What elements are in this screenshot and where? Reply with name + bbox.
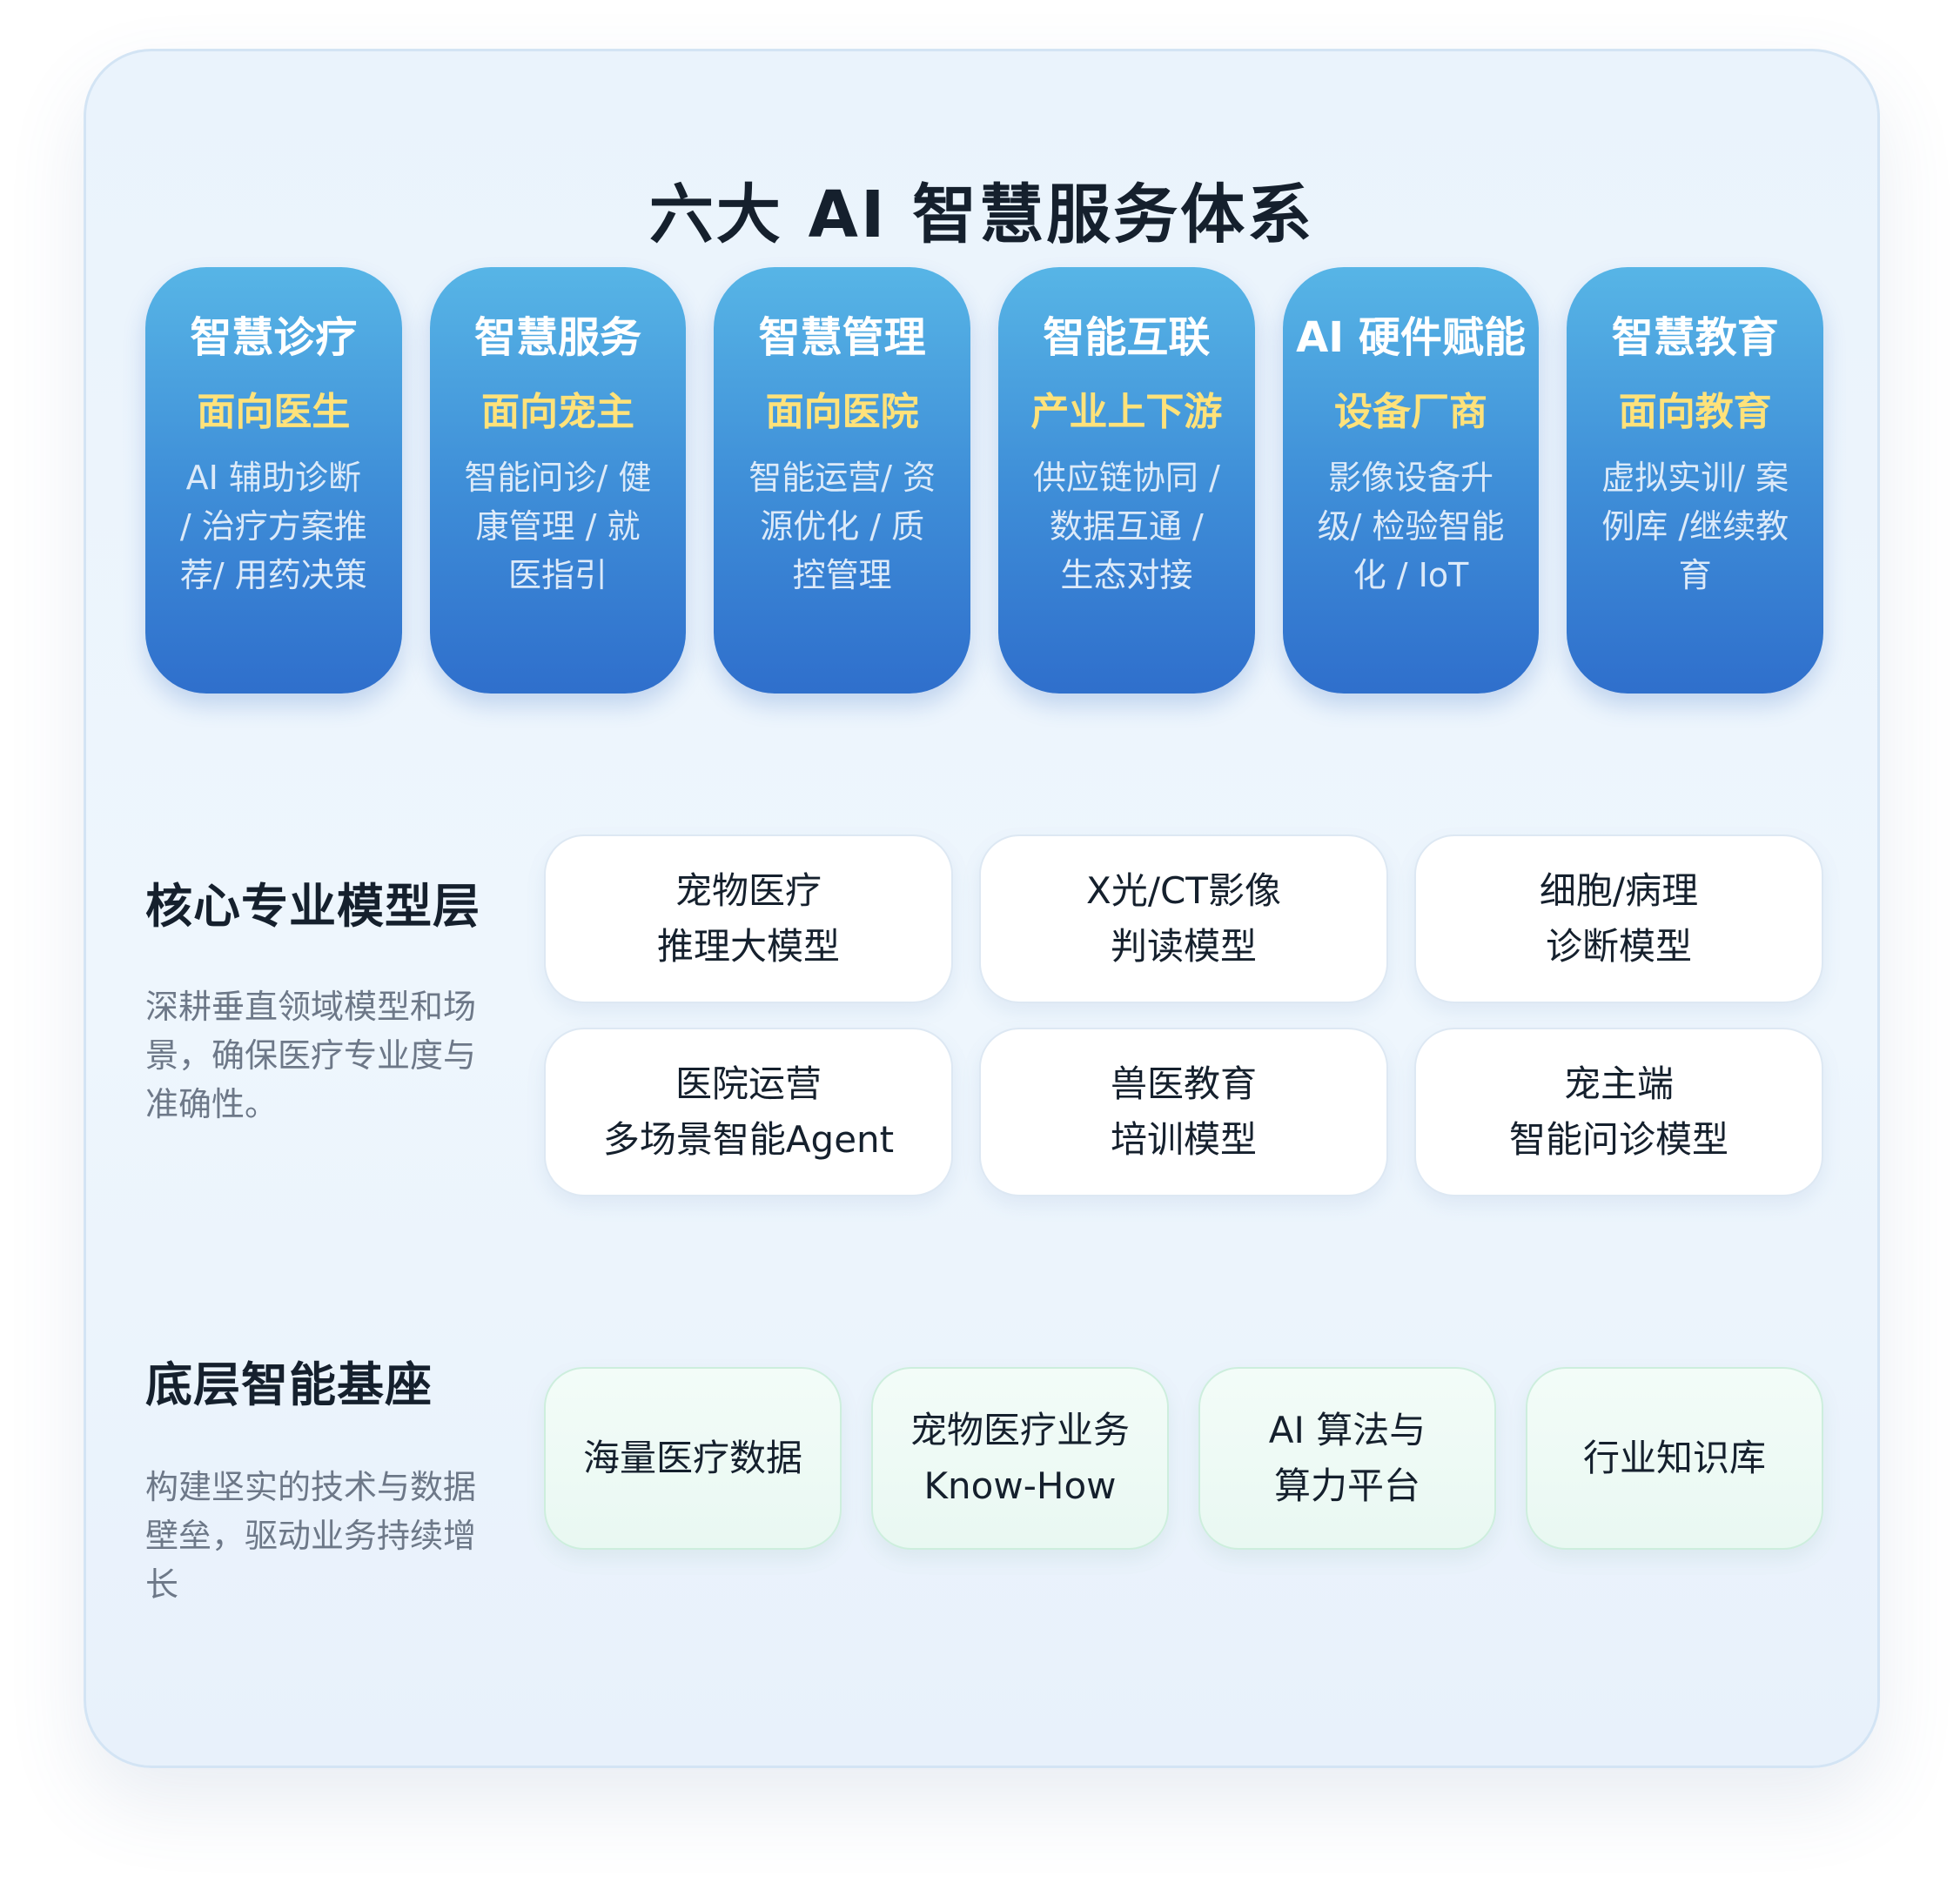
- service-card-smart-education: 智慧教育 面向教育 虚拟实训/ 案例库 /继续教育: [1567, 267, 1824, 694]
- model-line1: 兽医教育: [1110, 1062, 1257, 1105]
- service-name: 智慧服务: [474, 313, 642, 362]
- model-line1: 宠物医疗: [675, 869, 822, 912]
- service-card-smart-diagnosis: 智慧诊疗 面向医生 AI 辅助诊断 / 治疗方案推荐/ 用药决策: [145, 267, 402, 694]
- service-row: 智慧诊疗 面向医生 AI 辅助诊断 / 治疗方案推荐/ 用药决策 智慧服务 面向…: [145, 267, 1824, 694]
- model-line2: 诊断模型: [1545, 925, 1692, 968]
- service-card-smart-service: 智慧服务 面向宠主 智能问诊/ 健康管理 / 就医指引: [429, 267, 687, 694]
- base-row: 海量医疗数据 宠物医疗业务 Know-How AI 算法与 算力平台 行业知识库: [544, 1367, 1823, 1550]
- model-line2: 判读模型: [1110, 925, 1257, 968]
- base-line1: 宠物医疗业务: [910, 1409, 1130, 1451]
- service-name: 智能互联: [1043, 313, 1211, 362]
- model-line1: 细胞/病理: [1539, 869, 1699, 912]
- service-audience: 产业上下游: [1030, 390, 1223, 434]
- base-card: AI 算法与 算力平台: [1198, 1367, 1496, 1550]
- service-desc: 智能问诊/ 健康管理 / 就医指引: [464, 459, 652, 594]
- model-line2: 培训模型: [1110, 1118, 1257, 1161]
- model-card: 医院运营 多场景智能Agent: [544, 1028, 953, 1196]
- service-audience: 面向医院: [765, 390, 919, 434]
- service-desc: 供应链协同 / 数据互通 / 生态对接: [1032, 459, 1220, 594]
- service-desc: 虚拟实训/ 案例库 /继续教育: [1601, 459, 1789, 594]
- base-line1: 海量医疗数据: [582, 1437, 802, 1479]
- service-card-smart-management: 智慧管理 面向医院 智能运营/ 资源优化 / 质控管理: [714, 267, 971, 694]
- model-line2: 智能问诊模型: [1508, 1118, 1728, 1161]
- service-name: 智慧教育: [1611, 313, 1779, 362]
- service-name: 智慧管理: [758, 313, 926, 362]
- service-desc: AI 辅助诊断 / 治疗方案推荐/ 用药决策: [179, 459, 367, 594]
- model-line2: 多场景智能Agent: [602, 1118, 895, 1161]
- service-name: AI 硬件赋能: [1296, 313, 1526, 362]
- model-card: 宠物医疗 推理大模型: [544, 834, 953, 1003]
- base-layer-title: 底层智能基座: [145, 1357, 433, 1412]
- service-desc: 智能运营/ 资源优化 / 质控管理: [748, 459, 936, 594]
- base-line2: 算力平台: [1273, 1464, 1420, 1507]
- diagram-title: 六大 AI 智慧服务体系: [648, 178, 1315, 252]
- model-line1: 医院运营: [675, 1062, 822, 1105]
- model-line1: 宠主端: [1563, 1062, 1674, 1105]
- base-card: 海量医疗数据: [544, 1367, 842, 1550]
- service-audience: 设备厂商: [1334, 390, 1488, 434]
- core-model-grid: 宠物医疗 推理大模型 X光/CT影像 判读模型 细胞/病理 诊断模型 医院运营 …: [544, 834, 1823, 1196]
- core-layer-desc: 深耕垂直领域模型和场景，确保医疗专业度与准确性。: [145, 988, 477, 1123]
- core-layer-title: 核心专业模型层: [145, 879, 480, 934]
- base-line2: Know-How: [923, 1464, 1117, 1507]
- diagram-panel: 六大 AI 智慧服务体系 智慧诊疗 面向医生 AI 辅助诊断 / 治疗方案推荐/…: [84, 49, 1880, 1768]
- service-desc: 影像设备升级/ 检验智能化 / IoT: [1317, 459, 1505, 594]
- base-line1: AI 算法与: [1268, 1409, 1426, 1451]
- base-card: 宠物医疗业务 Know-How: [871, 1367, 1169, 1550]
- model-card: X光/CT影像 判读模型: [979, 834, 1388, 1003]
- service-card-smart-interconnect: 智能互联 产业上下游 供应链协同 / 数据互通 / 生态对接: [998, 267, 1255, 694]
- service-audience: 面向教育: [1618, 390, 1772, 434]
- base-card: 行业知识库: [1526, 1367, 1823, 1550]
- model-card: 兽医教育 培训模型: [979, 1028, 1388, 1196]
- base-line1: 行业知识库: [1582, 1437, 1766, 1479]
- service-audience: 面向宠主: [481, 390, 634, 434]
- service-card-ai-hardware: AI 硬件赋能 设备厂商 影像设备升级/ 检验智能化 / IoT: [1282, 267, 1540, 694]
- model-card: 细胞/病理 诊断模型: [1414, 834, 1823, 1003]
- base-layer-desc: 构建坚实的技术与数据壁垒，驱动业务持续增长: [145, 1468, 477, 1604]
- model-card: 宠主端 智能问诊模型: [1414, 1028, 1823, 1196]
- model-line1: X光/CT影像: [1086, 869, 1281, 912]
- service-audience: 面向医生: [197, 390, 351, 434]
- model-line2: 推理大模型: [656, 925, 840, 968]
- service-name: 智慧诊疗: [190, 313, 358, 362]
